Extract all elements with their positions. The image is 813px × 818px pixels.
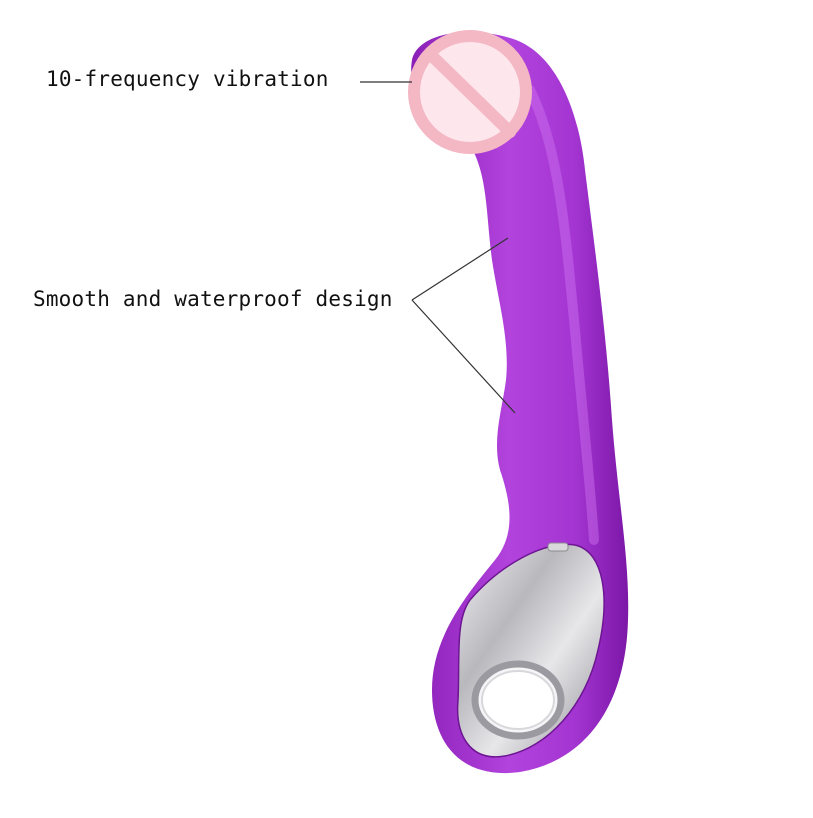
leader-line-design-lower bbox=[411, 299, 516, 414]
handle-ring-inner bbox=[481, 670, 555, 730]
body-highlight bbox=[525, 85, 599, 545]
power-button bbox=[547, 542, 569, 552]
leader-line-design-upper bbox=[411, 237, 509, 301]
censor-icon bbox=[408, 30, 532, 154]
design-annotation: Smooth and waterproof design bbox=[33, 287, 393, 311]
frequency-annotation: 10-frequency vibration bbox=[46, 67, 329, 91]
